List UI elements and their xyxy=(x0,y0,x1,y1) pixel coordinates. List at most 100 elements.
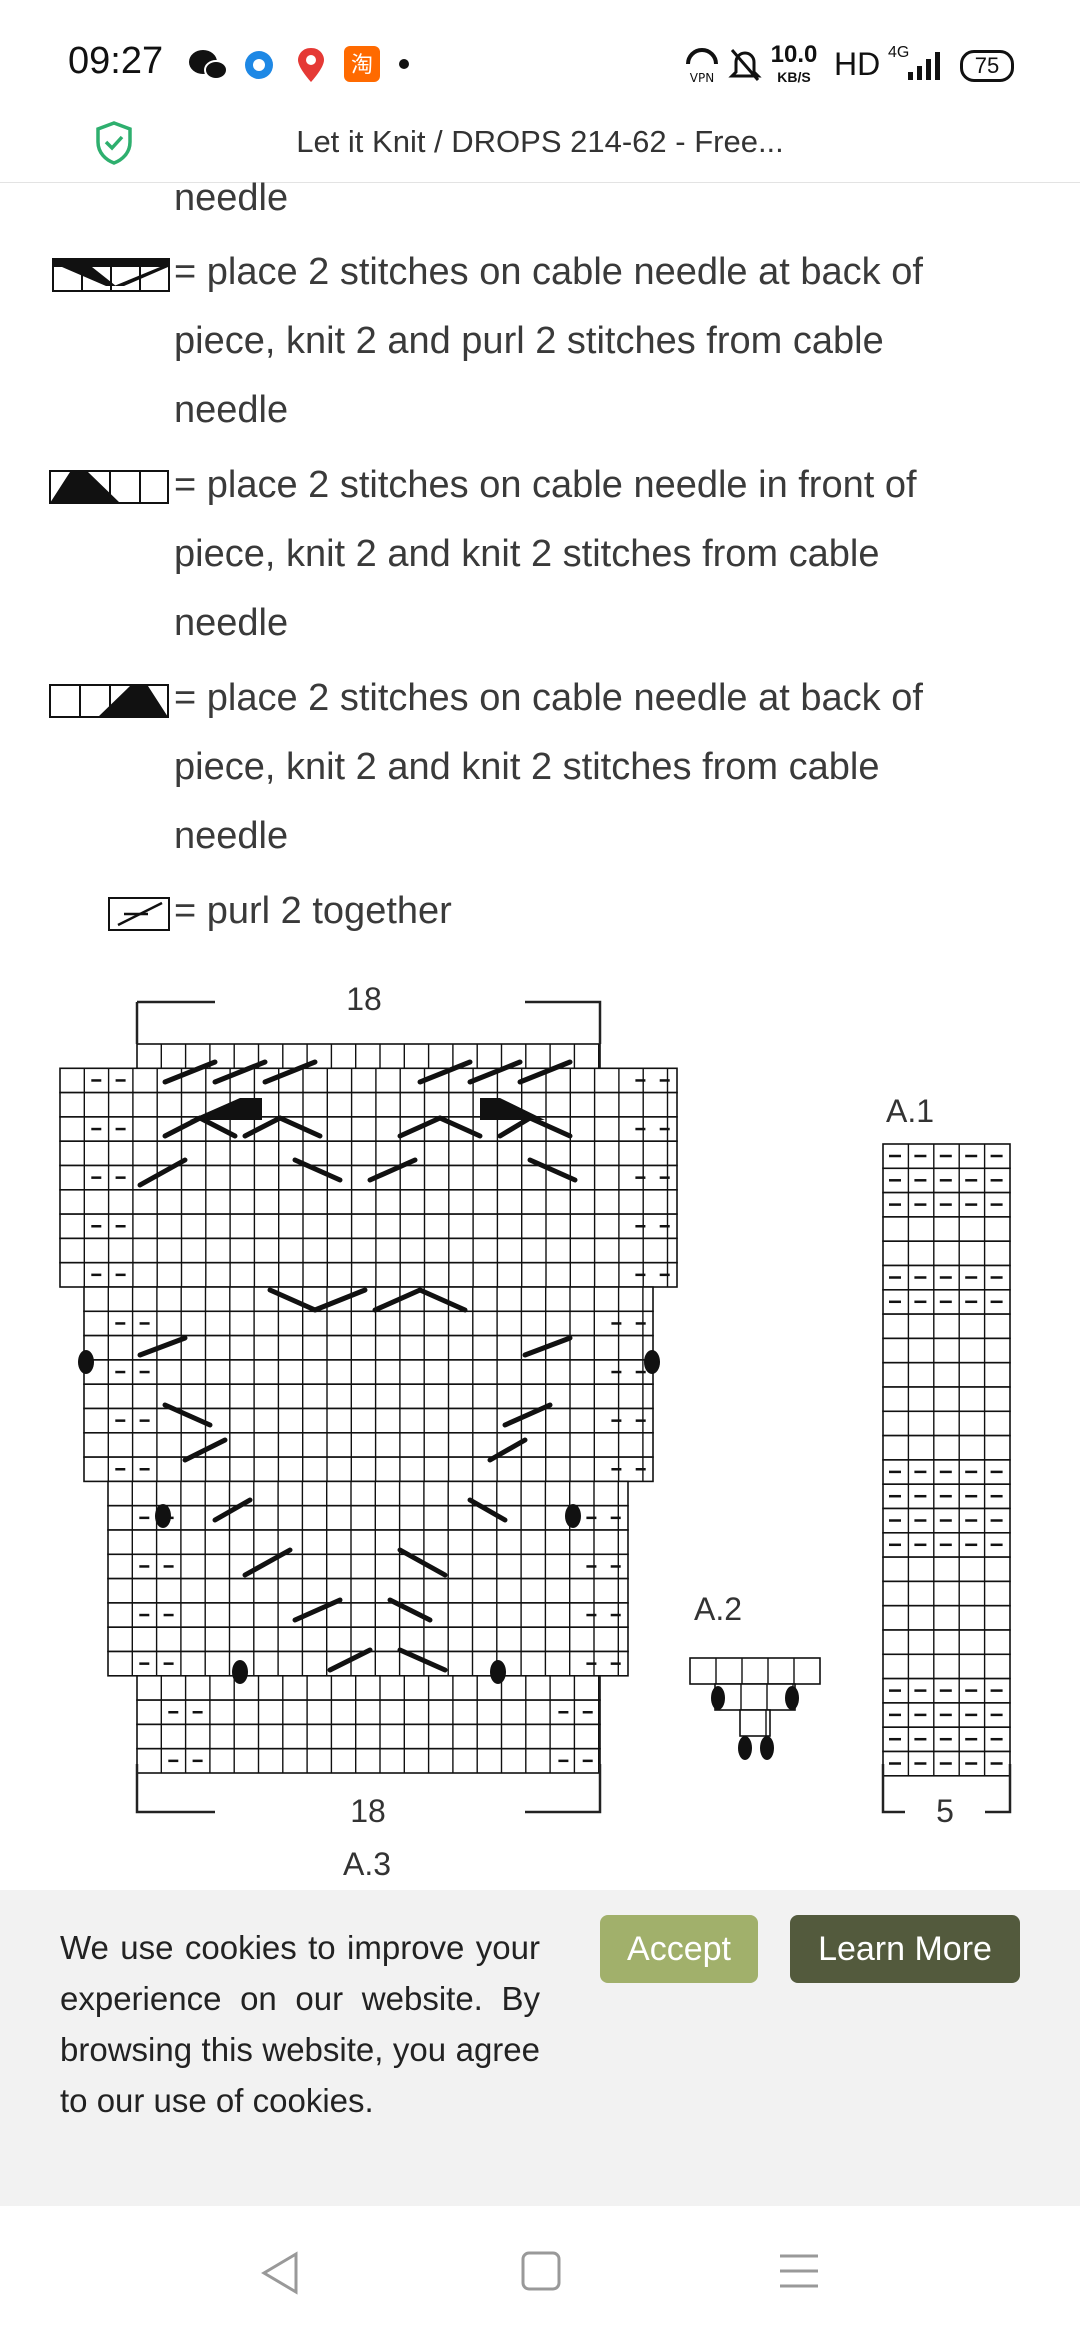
chart-a3-row xyxy=(59,1213,678,1240)
chart-cable-stroke xyxy=(397,1547,448,1578)
chart-cable-stroke xyxy=(267,1287,318,1313)
chart-a1-row xyxy=(882,1531,1011,1558)
chart-cable-stroke xyxy=(527,1115,573,1139)
chart-a3-row xyxy=(136,1747,601,1774)
chart-cable-stroke xyxy=(292,1597,343,1623)
chart-cable-stroke xyxy=(387,1597,433,1623)
chart-a3-cables xyxy=(78,1059,670,1763)
chart-a3-row xyxy=(136,1674,601,1701)
status-time: 09:27 xyxy=(68,40,164,82)
chart-cable-stroke xyxy=(417,1287,468,1313)
chart-bobble-mark xyxy=(232,1660,248,1684)
chart-cable-stroke xyxy=(522,1335,573,1358)
chart-a1-row xyxy=(882,1556,1011,1583)
chart-a3-row xyxy=(59,1140,678,1167)
chart-a3-row xyxy=(59,1091,678,1118)
chart-a1-row xyxy=(882,1337,1011,1364)
cable-back-k2k2-symbol-icon xyxy=(49,684,169,718)
chart-a1-row xyxy=(882,1216,1011,1242)
chart-cable-stroke xyxy=(137,1335,188,1358)
chart-cable-stroke xyxy=(242,1115,283,1139)
accept-cookies-button[interactable]: Accept xyxy=(600,1915,758,1983)
net-speed-unit: KB/S xyxy=(777,69,811,85)
chart-a3-row xyxy=(83,1359,654,1385)
chart-cable-stroke xyxy=(467,1059,523,1085)
chart-a3-row xyxy=(59,1067,678,1094)
cookie-message: We use cookies to improve your experienc… xyxy=(60,1929,540,2119)
legend-item-1: = place 2 stitches on cable needle in fr… xyxy=(174,451,994,658)
status-bar: 09:27 淘 VPN 10.0 KB/S HD 4G 75 xyxy=(0,0,1080,120)
legend-item-3-line1: = purl 2 together xyxy=(174,890,452,932)
legend-item-2: = place 2 stitches on cable needle at ba… xyxy=(174,664,994,871)
chart-a2-row xyxy=(714,1683,796,1711)
legend-item-0-line3: needle xyxy=(174,389,289,431)
chart-bobble-mark xyxy=(738,1736,752,1760)
chart-a1-row xyxy=(882,1580,1011,1607)
cookie-banner: We use cookies to improve your experienc… xyxy=(0,1890,1080,2206)
chart-cable-stroke xyxy=(467,1497,508,1523)
menu-icon[interactable] xyxy=(778,2250,820,2292)
chart-a2-label: A.2 xyxy=(694,1591,742,1627)
system-nav-bar xyxy=(0,2206,1080,2340)
chart-a3-row xyxy=(59,1261,678,1288)
back-icon[interactable] xyxy=(258,2250,302,2296)
chart-a1-row xyxy=(882,1434,1011,1461)
chart-cable-stroke xyxy=(397,1115,443,1139)
knitting-chart-diagram: 18 18 A.3 A.1 5 A.2 xyxy=(59,981,1012,1882)
purl-2-together-symbol-icon xyxy=(108,897,170,931)
chart-cable-stroke xyxy=(277,1115,323,1139)
cable-back-k2p2-symbol-icon xyxy=(52,258,170,292)
chart-a1-width: 5 xyxy=(936,1793,954,1829)
chart-cable-stroke xyxy=(182,1437,228,1463)
legend-item-1-line1: = place 2 stitches on cable needle in fr… xyxy=(174,464,917,506)
chart-bobble-mark xyxy=(711,1686,725,1710)
chart-bobble-mark xyxy=(785,1686,799,1710)
legend-item-0: = place 2 stitches on cable needle at ba… xyxy=(174,238,994,445)
chart-bobble-mark xyxy=(490,1660,506,1684)
legend-item-1-line3: needle xyxy=(174,602,289,644)
vpn-icon: VPN xyxy=(686,48,718,85)
learn-more-button[interactable]: Learn More xyxy=(790,1915,1020,1983)
legend-item-2-line1: = place 2 stitches on cable needle at ba… xyxy=(174,677,923,719)
chart-cable-stroke xyxy=(292,1157,343,1183)
chart-a3-row xyxy=(59,1237,678,1264)
chart-cable-stroke xyxy=(367,1157,418,1183)
chart-a3-row xyxy=(107,1504,629,1531)
chart-cable-stroke xyxy=(417,1059,473,1085)
chart-cable-stroke xyxy=(137,1157,188,1188)
home-icon[interactable] xyxy=(520,2250,562,2292)
chart-cable-stroke xyxy=(242,1547,293,1578)
map-pin-icon xyxy=(298,48,324,82)
hd-indicator: HD xyxy=(834,46,881,82)
chart-a1-row xyxy=(882,1629,1011,1656)
bell-muted-icon xyxy=(728,49,762,81)
page-title[interactable]: Let it Knit / DROPS 214-62 - Free... xyxy=(296,124,784,159)
chart-cable-stroke xyxy=(162,1059,218,1085)
chart-cable-stroke xyxy=(372,1287,423,1313)
legend-item-3: = purl 2 together xyxy=(174,877,994,946)
chart-cable-stroke xyxy=(397,1647,448,1673)
chart-a3-row xyxy=(107,1553,629,1580)
net-speed: 10.0 KB/S xyxy=(770,41,818,88)
shield-check-icon[interactable] xyxy=(94,120,134,166)
chart-bobble-mark xyxy=(565,1504,581,1528)
chart-a3-row xyxy=(107,1577,629,1604)
legend-item-1-line2: piece, knit 2 and knit 2 stitches from c… xyxy=(174,533,880,575)
chart-cable-stroke xyxy=(502,1402,553,1428)
chart-a3-label: A.3 xyxy=(343,1846,391,1882)
chart-a3-row xyxy=(107,1529,629,1556)
chart-bobble-mark xyxy=(78,1350,94,1374)
chart-a3-row xyxy=(59,1189,678,1215)
chart-a3-row xyxy=(136,1699,601,1726)
chart-cable-stroke xyxy=(327,1647,373,1673)
legend-item-0-line2: piece, knit 2 and purl 2 stitches from c… xyxy=(174,320,884,362)
chart-cable-fill xyxy=(480,1098,545,1120)
chart-cable-stroke xyxy=(162,1115,203,1139)
chart-cable-stroke xyxy=(487,1437,528,1463)
net-speed-value: 10.0 xyxy=(770,41,818,68)
browser-title-bar: Let it Knit / DROPS 214-62 - Free... xyxy=(0,120,1080,183)
chart-a3-row xyxy=(107,1480,629,1507)
chart-a1-label: A.1 xyxy=(886,1093,934,1129)
chart-a1-row xyxy=(882,1361,1011,1388)
svg-text:淘: 淘 xyxy=(351,53,373,78)
